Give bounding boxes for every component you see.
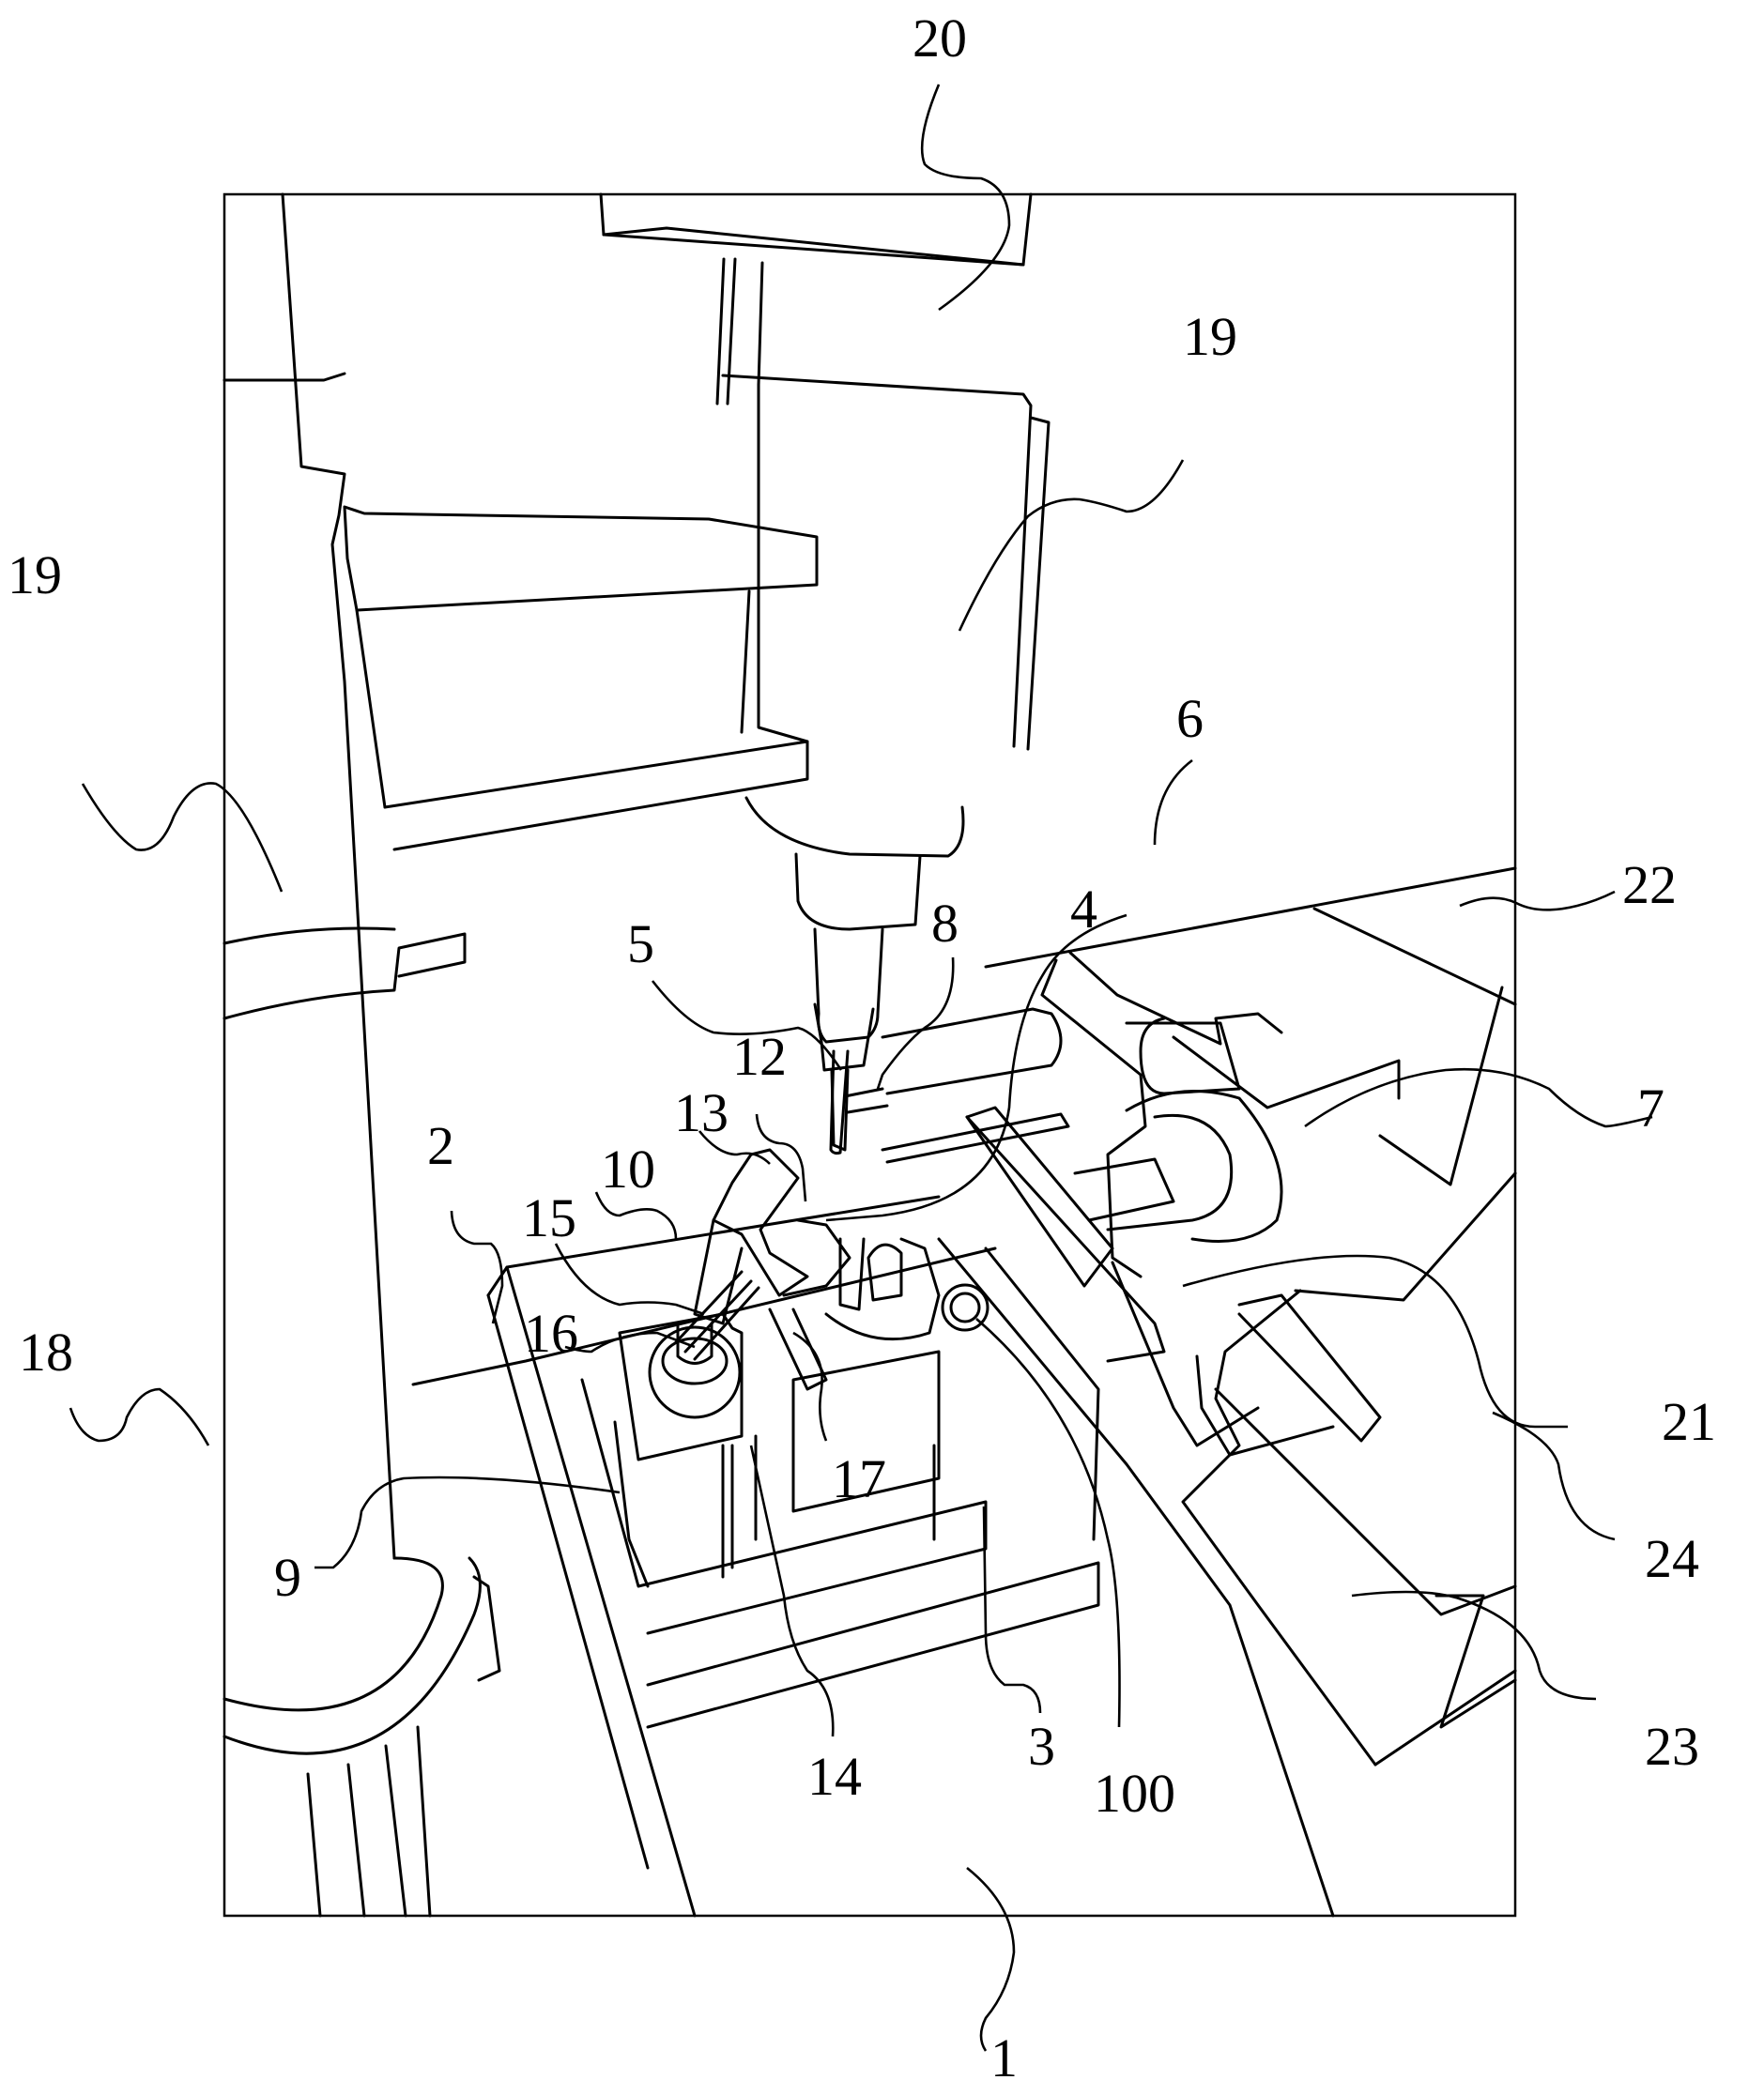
- label-12: 12: [732, 1026, 787, 1087]
- label-3: 3: [1028, 1716, 1055, 1777]
- leader-19-left: [81, 782, 284, 893]
- leader-100: [975, 1318, 1121, 1728]
- label-1: 1: [990, 2027, 1018, 2080]
- label-100: 100: [1094, 1763, 1175, 1824]
- label-9: 9: [274, 1547, 301, 1608]
- label-6: 6: [1176, 688, 1204, 749]
- column-18: [222, 192, 501, 1918]
- leader-12: [755, 1113, 807, 1202]
- label-13: 13: [674, 1082, 729, 1143]
- label-20: 20: [913, 8, 967, 69]
- label-19-right: 19: [1183, 306, 1237, 367]
- label-10: 10: [601, 1139, 655, 1200]
- label-19-left: 19: [8, 544, 62, 605]
- label-2: 2: [427, 1115, 454, 1176]
- leader-13: [698, 1130, 771, 1165]
- label-15: 15: [522, 1187, 576, 1248]
- figure-frame: [222, 192, 1517, 1918]
- label-17: 17: [832, 1448, 886, 1509]
- label-21: 21: [1662, 1391, 1716, 1452]
- label-5: 5: [627, 913, 654, 974]
- leader-lines: [69, 84, 1653, 2052]
- label-24: 24: [1645, 1528, 1699, 1589]
- label-7: 7: [1637, 1078, 1664, 1139]
- label-8: 8: [931, 893, 959, 954]
- leader-24: [1492, 1411, 1616, 1541]
- leader-22: [1459, 890, 1616, 911]
- leader-18: [69, 1387, 210, 1446]
- leader-17: [792, 1331, 828, 1442]
- leader-9: [314, 1476, 621, 1569]
- leader-4: [825, 913, 1127, 1222]
- leader-20: [920, 84, 1011, 312]
- leader-3: [982, 1506, 1042, 1714]
- leader-7: [1304, 1067, 1653, 1128]
- label-22: 22: [1622, 854, 1677, 915]
- leader-2: [450, 1210, 504, 1324]
- callout-labels: 20 19 19 6 22 5 8 4 7 12 13 2 10 15 16 1…: [8, 8, 1716, 2080]
- label-16: 16: [524, 1303, 578, 1364]
- label-18: 18: [19, 1322, 73, 1383]
- leader-8: [876, 956, 955, 1090]
- label-14: 14: [807, 1746, 862, 1807]
- leader-1: [966, 1866, 1016, 2052]
- leader-10: [594, 1191, 678, 1240]
- label-23: 23: [1645, 1716, 1699, 1777]
- leader-14: [749, 1445, 835, 1737]
- leader-21: [1182, 1254, 1568, 1429]
- leader-6: [1153, 758, 1193, 846]
- fixture-assembly: [411, 1049, 1100, 1918]
- leader-5: [651, 980, 843, 1071]
- leader-19-right: [958, 459, 1185, 632]
- leader-15: [554, 1243, 705, 1316]
- leader-23: [1351, 1590, 1597, 1701]
- head-19: [343, 192, 1051, 1152]
- leader-16: [564, 1331, 696, 1354]
- label-4: 4: [1070, 879, 1097, 940]
- right-assembly: [881, 866, 1517, 1918]
